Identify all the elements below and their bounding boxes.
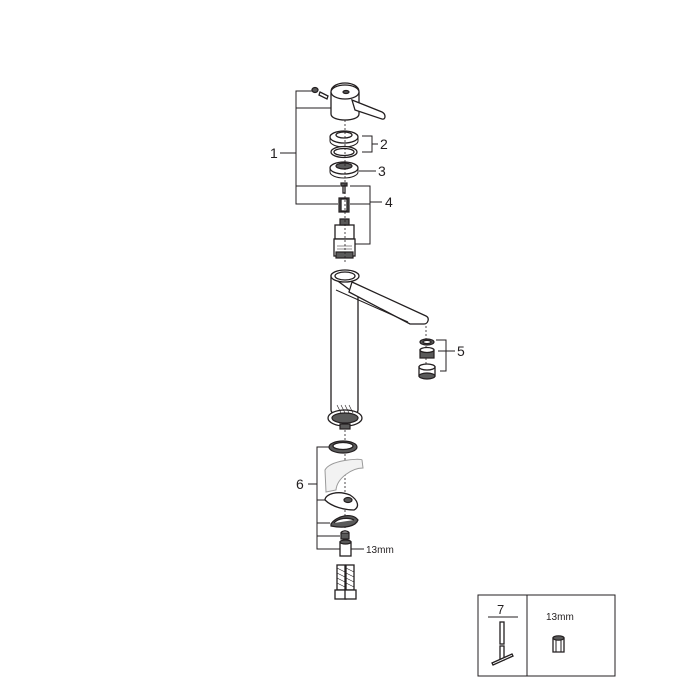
key-tool-icon: [491, 621, 514, 666]
tool-number-label: 7: [497, 602, 504, 617]
socket-icon: [552, 635, 565, 653]
fixing-nut: [340, 530, 350, 540]
aerator-insert: [419, 346, 435, 359]
callout-2-label: 2: [380, 136, 388, 152]
callout-4-bracket: [350, 185, 382, 245]
callout-5-label: 5: [457, 343, 465, 359]
tool-box: [477, 594, 616, 677]
cover-ring: [329, 130, 359, 148]
adapter-nut: [338, 197, 350, 213]
counter-plate: [324, 458, 364, 493]
callout-1-bracket: [280, 90, 340, 205]
faucet-body: [330, 269, 429, 417]
lever-handle: [330, 82, 386, 121]
callout-1-label: 1: [270, 145, 278, 161]
hex-nut-13mm: [339, 539, 352, 557]
callout-6-bracket: [308, 446, 340, 550]
cartridge: [333, 218, 356, 259]
base-flange: [327, 404, 363, 430]
aerator-housing: [418, 363, 436, 380]
base-seal: [328, 440, 358, 454]
callout-3-label: 3: [378, 163, 386, 179]
fixing-plate: [330, 515, 359, 528]
supply-hoses: [334, 564, 357, 600]
o-ring: [330, 145, 358, 159]
wrench-size-label: 13mm: [366, 545, 394, 556]
callout-5-bracket: [436, 339, 455, 372]
callout-6-label: 6: [296, 476, 304, 492]
socket-size-label: 13mm: [546, 612, 574, 623]
aerator-washer: [419, 338, 435, 346]
handle-screw: [311, 86, 329, 100]
horseshoe-washer: [324, 492, 359, 511]
callout-4-label: 4: [385, 194, 393, 210]
small-screw: [340, 182, 348, 194]
callout-2-bracket: [362, 135, 378, 153]
cartridge-nut: [329, 161, 359, 179]
